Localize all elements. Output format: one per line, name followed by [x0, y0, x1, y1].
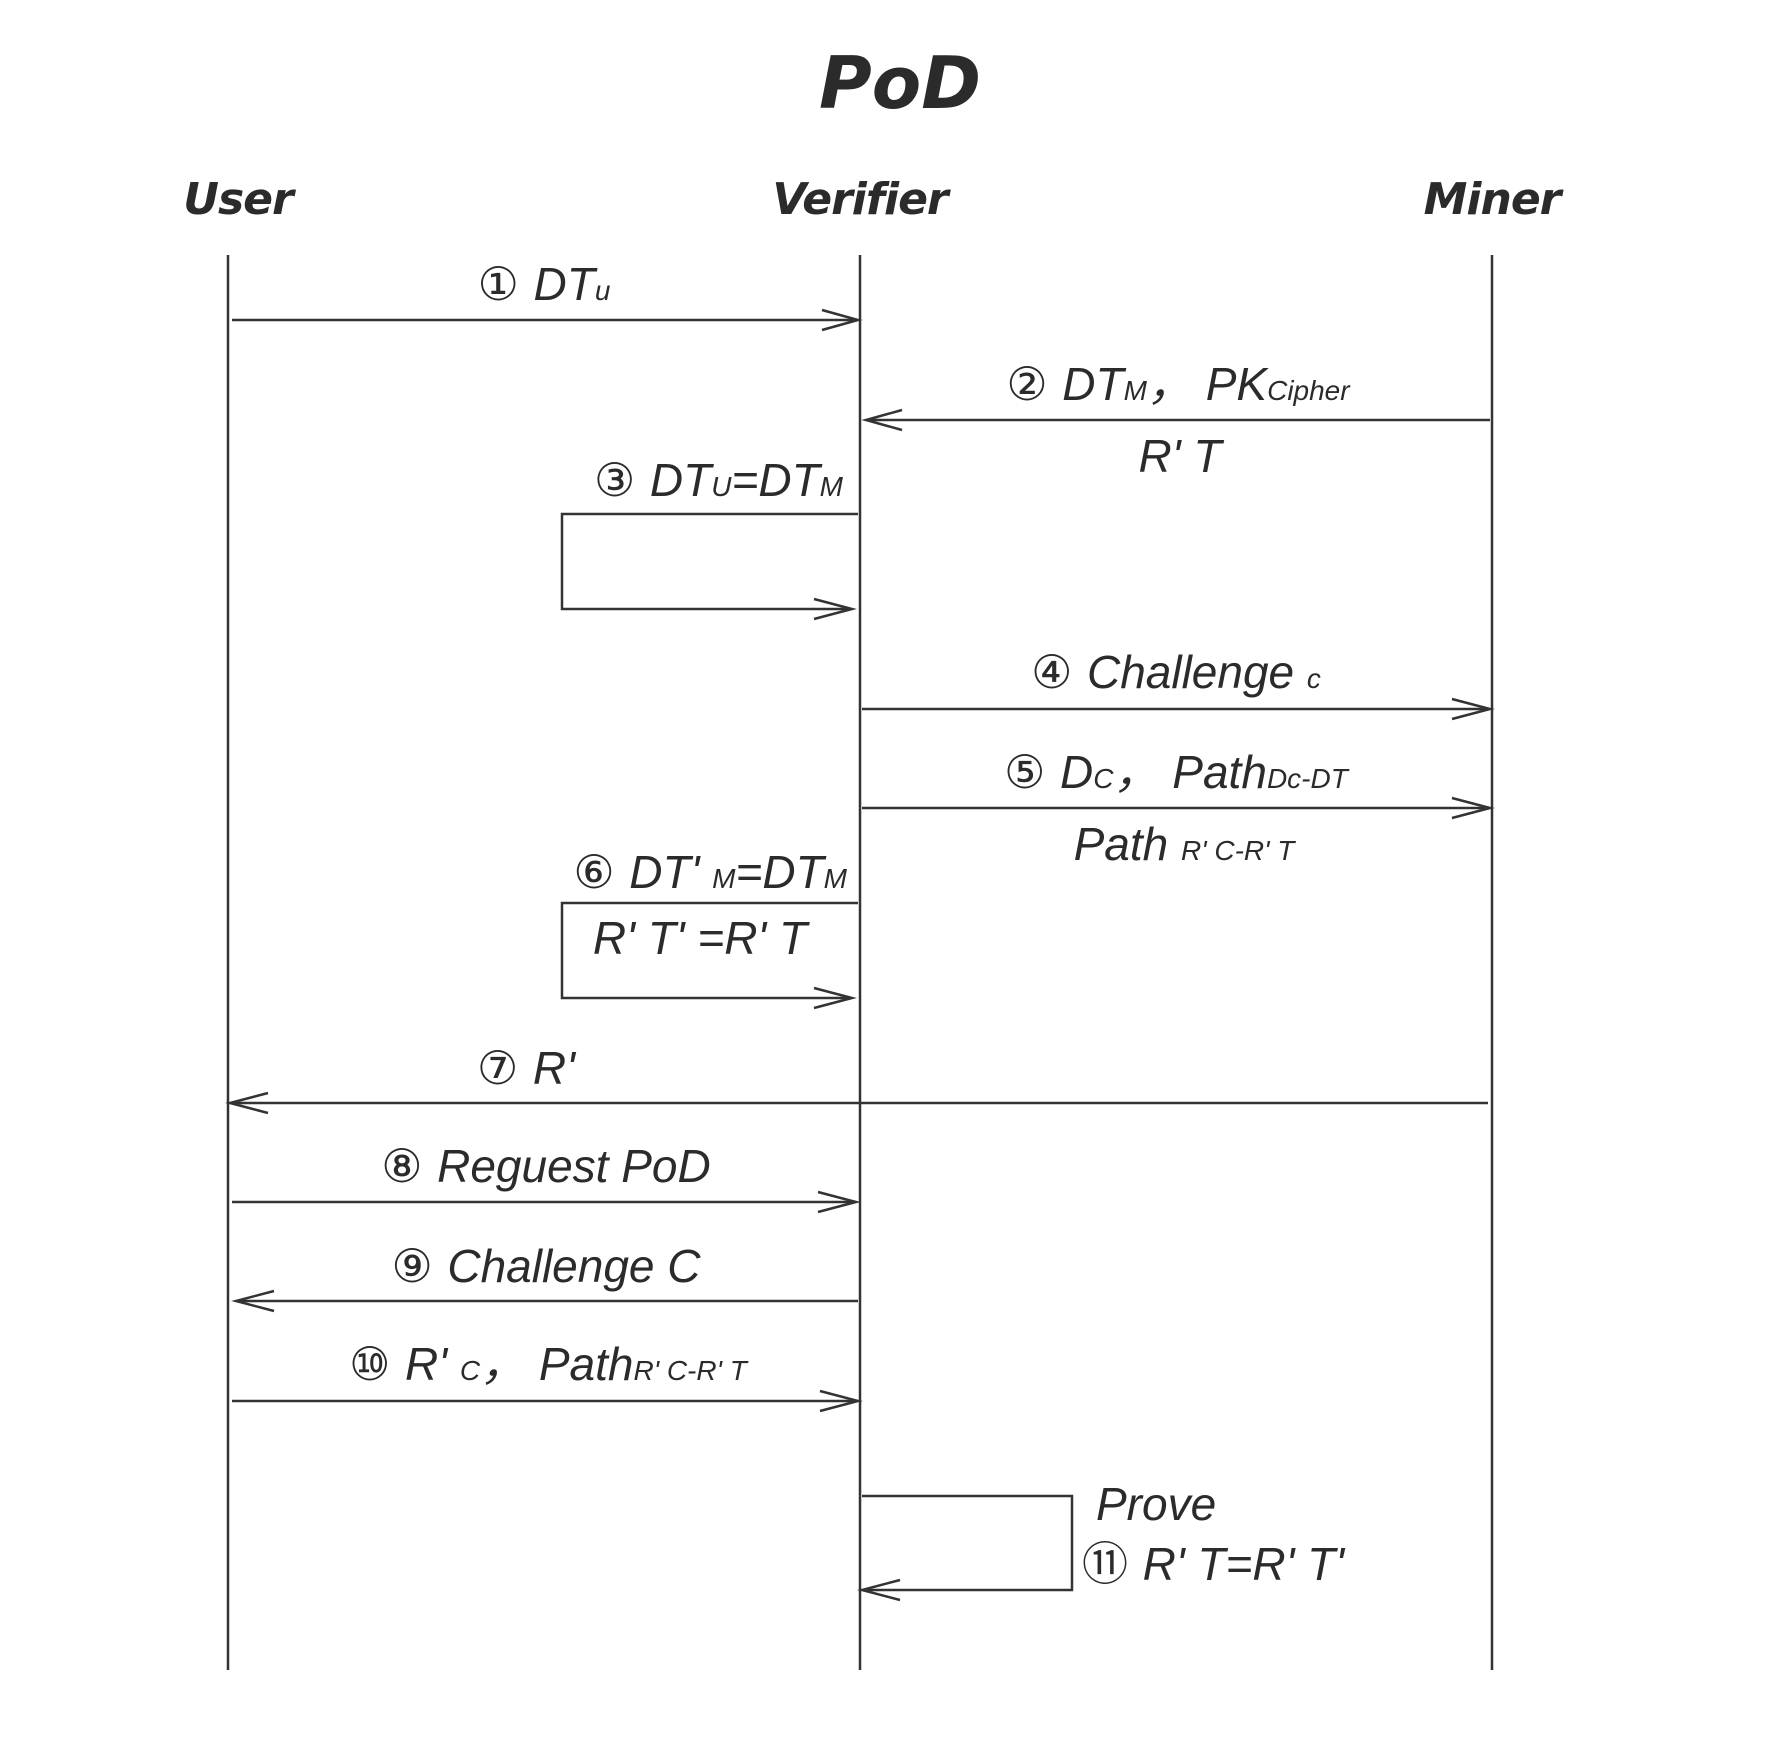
label-text: DT	[533, 258, 597, 310]
message-4: ④ Challenge c	[862, 645, 1495, 721]
subscript: u	[595, 275, 611, 306]
subscript: U	[711, 471, 732, 502]
label-text: D	[1060, 746, 1093, 798]
label-text: R' T=R' T'	[1143, 1538, 1347, 1590]
message-8-arrowhead	[817, 1190, 861, 1214]
message-4-label: ④ Challenge c	[1031, 645, 1321, 699]
subscript: C	[1093, 763, 1114, 794]
subscript: M	[712, 863, 736, 894]
label-text: R'	[533, 1042, 577, 1094]
label-text: Prove	[1096, 1478, 1216, 1530]
message-9-arrowhead	[231, 1289, 275, 1313]
message-6-label: ⑥ DT' M=DTM	[573, 845, 847, 899]
message-6-arrowhead	[813, 986, 857, 1010]
label-text: R' T' =R' T	[593, 912, 810, 964]
message-3: ③ DTU=DTM	[560, 453, 858, 621]
step-number: ⑥	[573, 845, 629, 899]
subscript: R' C-R' T	[633, 1355, 748, 1386]
message-9-label: ⑨ Challenge C	[391, 1239, 701, 1293]
subscript: M	[824, 863, 848, 894]
message-11-loop	[862, 1494, 1074, 1592]
message-11-sublabel: ⑪ R' T=R' T'	[1082, 1537, 1346, 1591]
message-3-label: ③ DTU=DTM	[594, 453, 844, 507]
step-number: ①	[478, 257, 534, 311]
actor-user-label: User	[183, 174, 296, 225]
label-text: Challenge	[1087, 646, 1307, 698]
step-number: ⑧	[381, 1139, 437, 1193]
message-1-arrowhead	[821, 308, 863, 332]
message-2-sublabel: R' T	[1139, 430, 1225, 482]
message-2-label: ② DTM， PKCipher	[1006, 357, 1351, 411]
message-4-arrowhead	[1451, 697, 1495, 721]
step-number: ⑪	[1082, 1537, 1143, 1591]
subscript: c	[1307, 663, 1321, 694]
step-number: ③	[594, 453, 650, 507]
message-7-label: ⑦ R'	[477, 1041, 577, 1095]
subscript: M	[820, 471, 844, 502]
label-text: R' T	[1139, 430, 1225, 482]
label-text: ， PK	[1147, 358, 1269, 410]
message-1: ① DTu	[232, 257, 863, 332]
message-6-loop	[560, 901, 858, 1000]
actor-miner-label: Miner	[1424, 174, 1564, 225]
message-5-sublabel: Path R' C-R' T	[1074, 818, 1297, 870]
step-number: ⑦	[477, 1041, 533, 1095]
message-9: ⑨ Challenge C	[231, 1239, 858, 1313]
message-11: Prove ⑪ R' T=R' T'	[857, 1478, 1346, 1602]
diagram-title: PoD	[819, 41, 981, 125]
message-5: ⑤ DC， PathDc-DT Path R' C-R' T	[862, 745, 1495, 870]
message-10-arrowhead	[819, 1389, 863, 1413]
message-5-label: ⑤ DC， PathDc-DT	[1004, 745, 1350, 799]
message-6: ⑥ DT' M=DTM R' T' =R' T	[560, 845, 858, 1010]
label-text: Reguest PoD	[437, 1140, 711, 1192]
step-number: ⑤	[1004, 745, 1060, 799]
label-text: DT	[650, 454, 714, 506]
message-3-arrowhead	[813, 597, 857, 621]
step-number: ⑩	[349, 1337, 405, 1391]
message-5-arrowhead	[1451, 796, 1495, 820]
subscript: R' C-R' T	[1181, 835, 1296, 866]
message-6-sublabel: R' T' =R' T	[593, 912, 810, 964]
message-10-label: ⑩ R' C， PathR' C-R' T	[349, 1337, 749, 1391]
label-text: Challenge C	[447, 1240, 701, 1292]
label-text: R'	[405, 1338, 460, 1390]
subscript: M	[1124, 375, 1148, 406]
message-10: ⑩ R' C， PathR' C-R' T	[232, 1337, 863, 1413]
message-11-arrowhead	[857, 1578, 901, 1602]
step-number: ②	[1006, 357, 1062, 411]
message-8-label: ⑧ Reguest PoD	[381, 1139, 710, 1193]
subscript: C	[460, 1355, 481, 1386]
label-text: Path	[1074, 818, 1181, 870]
label-text: ， Path	[480, 1338, 633, 1390]
label-text: =DT	[735, 846, 826, 898]
message-8: ⑧ Reguest PoD	[232, 1139, 861, 1214]
message-2-arrowhead	[861, 408, 903, 432]
message-3-loop	[560, 512, 858, 611]
message-11-label: Prove	[1096, 1478, 1216, 1530]
label-text: ， Path	[1114, 746, 1267, 798]
step-number: ⑨	[391, 1239, 447, 1293]
actor-verifier-label: Verifier	[772, 174, 951, 225]
subscript: Cipher	[1267, 375, 1351, 406]
label-text: DT'	[629, 846, 712, 898]
label-text: =DT	[731, 454, 822, 506]
message-7-arrowhead	[225, 1091, 269, 1115]
label-text: DT	[1062, 358, 1126, 410]
subscript: Dc-DT	[1267, 763, 1350, 794]
message-1-label: ① DTu	[478, 257, 611, 311]
message-7: ⑦ R'	[225, 1041, 1488, 1115]
step-number: ④	[1031, 645, 1087, 699]
message-2: ② DTM， PKCipher R' T	[861, 357, 1490, 482]
